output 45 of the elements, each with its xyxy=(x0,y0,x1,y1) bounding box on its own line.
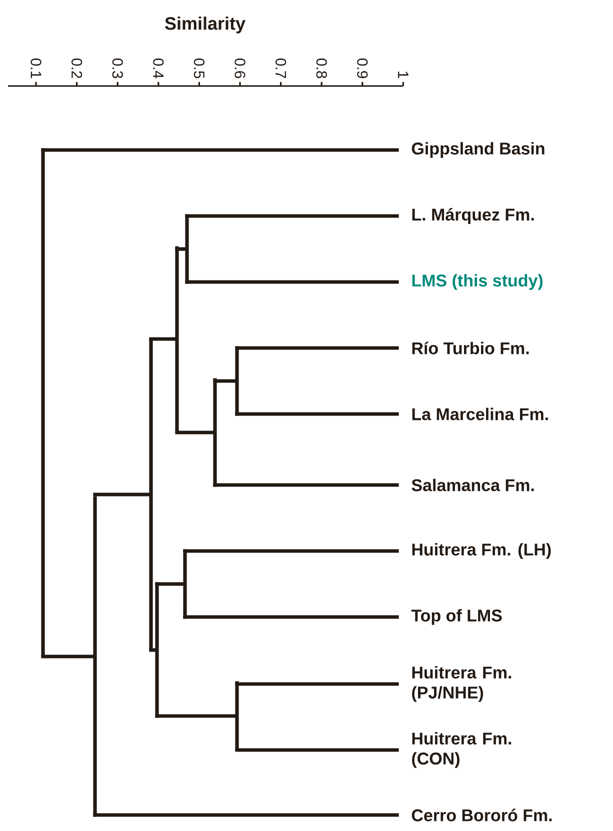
branch-line xyxy=(175,430,215,434)
tick-label: 0.1 xyxy=(30,58,42,78)
branch-line xyxy=(175,247,187,251)
branch-line xyxy=(155,714,237,718)
branch-line xyxy=(185,280,399,284)
leaf-label: Gippsland Basin xyxy=(412,142,544,158)
branch-line xyxy=(41,654,95,658)
tick-label: 0.5 xyxy=(194,58,204,78)
branch-line xyxy=(213,379,237,383)
branch-line xyxy=(93,492,151,496)
branch-line xyxy=(149,648,157,652)
leaf-label: Huitrera Fm. (LH) xyxy=(412,543,551,559)
cluster-bar xyxy=(235,681,239,751)
tick-label: 0.2 xyxy=(72,58,82,78)
branch-line xyxy=(155,582,185,586)
leaf-label: La Marcelina Fm. xyxy=(412,408,548,420)
leaf-label: Top of LMS xyxy=(411,609,502,625)
branch-line xyxy=(235,346,399,350)
tick-label: 0.3 xyxy=(112,58,123,78)
tick-label: 0.8 xyxy=(316,58,327,78)
branch-line xyxy=(183,615,399,619)
leaf-label: LMS (this study) xyxy=(412,274,543,290)
branch-line xyxy=(149,337,177,341)
axis-title: Similarity xyxy=(165,16,246,34)
branch-line xyxy=(185,214,399,218)
branch-line xyxy=(41,148,399,152)
cluster-bar xyxy=(149,338,153,651)
leaf-label: Huitrera Fm. (PJ/NHE) xyxy=(412,666,512,702)
tick-label: 0.4 xyxy=(153,58,164,78)
tick-label: 0.9 xyxy=(357,58,368,78)
leaf-label: Salamanca Fm. xyxy=(412,478,534,492)
tick-label: 1 xyxy=(398,72,408,78)
tick-label: 0.7 xyxy=(276,58,286,78)
branch-line xyxy=(235,412,399,416)
leaf-label: Río Turbio Fm. xyxy=(412,342,529,354)
leaf-label: Cerro Bororó Fm. xyxy=(412,808,552,822)
leaf-label: L. Márquez Fm. xyxy=(412,208,534,224)
leaf-label: Huitrera Fm. (CON) xyxy=(412,732,512,768)
branch-line xyxy=(235,682,399,686)
branch-line xyxy=(93,813,399,817)
cluster-bar xyxy=(175,246,179,432)
branch-line xyxy=(235,748,399,752)
tick-label: 0.6 xyxy=(234,58,246,78)
branch-line xyxy=(183,549,399,553)
branch-line xyxy=(213,483,399,487)
